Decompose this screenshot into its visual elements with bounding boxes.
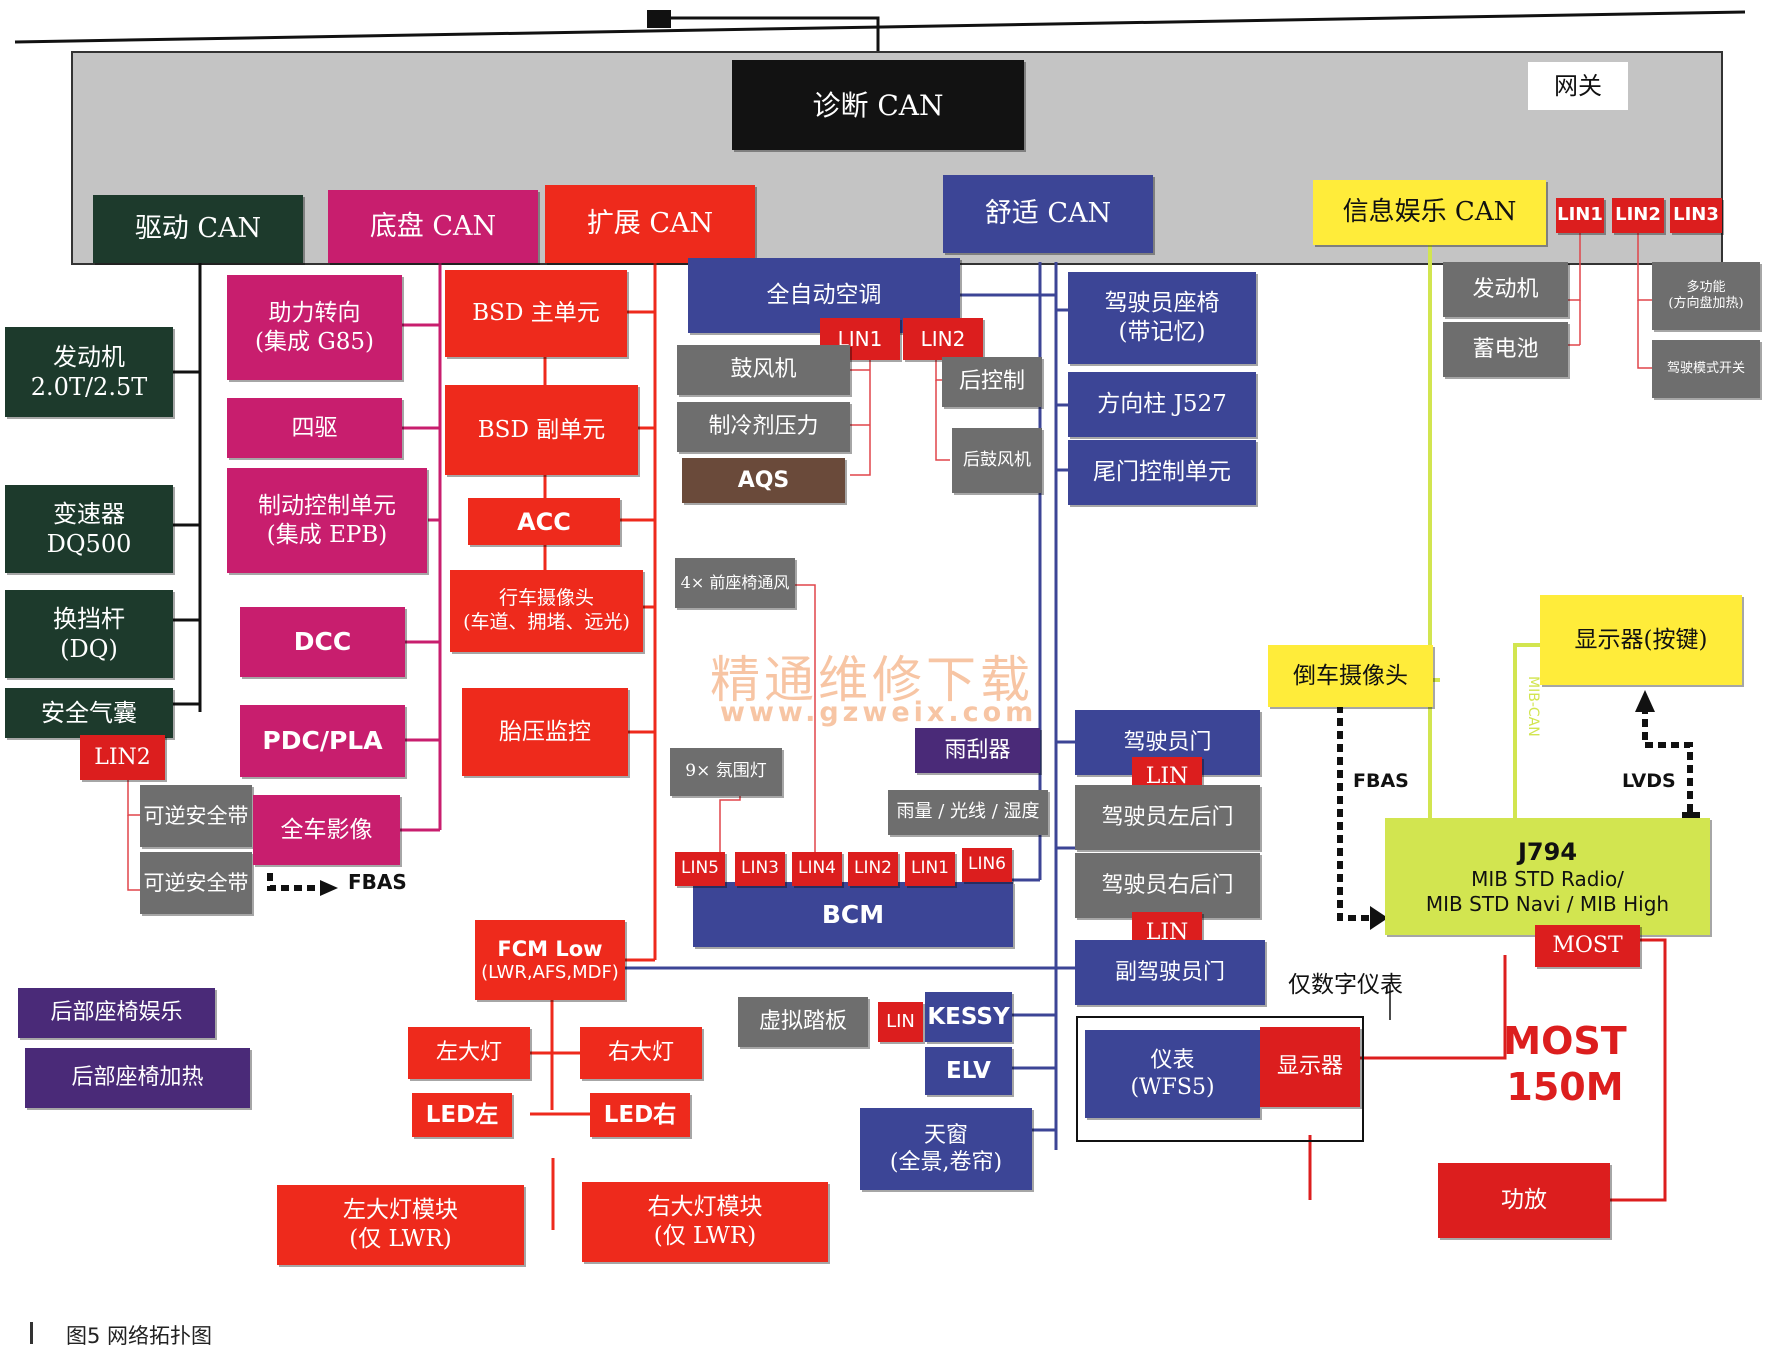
info-lin3-badge: LIN3 [1670,198,1722,233]
info-node-drive-mode: 驾驶模式开关 [1652,340,1760,398]
ambient-light-node: 9× 氛围灯 [670,748,782,796]
chassis-node-pdc: PDC/PLA [240,705,405,777]
kessy-lin-badge: LIN [878,1002,923,1042]
right-light-module: 右大灯模块(仅 LWR) [582,1182,828,1262]
cluster-node: 仪表(WFS5) [1085,1030,1260,1118]
ext-node-bsd-sub: BSD 副单元 [445,385,638,475]
gateway-label: 网关 [1528,62,1628,110]
door-driver-rear-right: 驾驶员右后门 [1075,853,1260,918]
left-light-module: 左大灯模块(仅 LWR) [277,1185,524,1265]
chassis-can-header: 底盘 CAN [328,190,538,263]
fbas-label-left: FBAS [348,870,407,894]
bcm-lin5-badge: LIN5 [675,852,725,886]
ext-node-front-camera: 行车摄像头(车道、拥堵、远光) [450,570,643,652]
cluster-display-node: 显示器 [1260,1027,1360,1107]
info-node-multifunction: 多功能(方向盘加热) [1652,262,1760,330]
ext-node-tpms: 胎压监控 [462,688,628,776]
mib-can-label: MIB-CAN [1525,676,1541,737]
blower-node: 鼓风机 [677,345,850,395]
belt-node-1: 可逆安全带 [140,785,252,847]
lvds-label: LVDS [1622,770,1676,792]
drive-node-airbag: 安全气囊 [5,688,173,738]
rear-blower-node: 后鼓风机 [952,428,1042,493]
bcm-lin6-badge: LIN6 [962,848,1012,882]
bcm-lin4-badge: LIN4 [792,852,842,886]
rear-seat-entertainment: 后部座椅娱乐 [18,988,215,1038]
chassis-node-camera: 全车影像 [253,795,400,865]
backbone-line [14,10,1746,44]
comfort-can-header: 舒适 CAN [943,175,1153,253]
climate-lin2-badge: LIN2 [903,318,983,360]
refrigerant-node: 制冷剂压力 [677,402,850,452]
rear-control-node: 后控制 [942,357,1042,407]
comfort-node-steering-column: 方向柱 J527 [1068,372,1256,437]
ext-node-acc: ACC [468,498,620,545]
wiper-node: 雨刮器 [915,728,1040,773]
cluster-frame [1076,1016,1364,1142]
door-driver-rear-left: 驾驶员左后门 [1075,785,1260,850]
ext-can-header: 扩展 CAN [545,185,755,263]
bcm-node: BCM [693,882,1013,947]
comfort-node-tailgate: 尾门控制单元 [1068,440,1256,505]
amplifier-node: 功放 [1438,1163,1610,1238]
info-node-engine: 发动机 [1443,262,1568,317]
rear-seat-heating: 后部座椅加热 [25,1048,250,1108]
bcm-lin2-badge: LIN2 [848,852,898,886]
info-lin2-badge: LIN2 [1612,198,1664,233]
door-passenger: 副驾驶员门 [1075,940,1265,1005]
figure-caption: 图5 网络拓扑图 [66,1324,213,1348]
drive-node-shifter: 换挡杆(DQ) [5,590,173,678]
diag-drop-line [656,16,880,60]
caption-bar [30,1322,33,1344]
fbas-label-right: FBAS [1353,770,1409,792]
cluster-note: 仅数字仪表 [1288,972,1403,998]
chassis-node-dcc: DCC [240,607,405,677]
light-left: 左大灯 [408,1027,530,1079]
kessy-node: KESSY [925,992,1012,1042]
bcm-lin3-badge: LIN3 [735,852,785,886]
sunroof-node: 天窗(全景,卷帘) [860,1108,1032,1190]
ext-node-bsd-main: BSD 主单元 [445,270,627,357]
most-badge: MOST [1535,925,1640,967]
drive-lin2-badge: LIN2 [80,735,165,780]
info-lin1-badge: LIN1 [1556,198,1604,233]
bcm-lin1-badge: LIN1 [905,852,955,886]
watermark-text: 精通维修下载 [710,651,1034,709]
reverse-camera-node: 倒车摄像头 [1268,645,1433,707]
chassis-node-steering: 助力转向(集成 G85) [227,275,402,380]
light-right: 右大灯 [580,1027,702,1079]
diag-can-node: 诊断 CAN [732,60,1024,150]
led-right: LED右 [590,1093,690,1137]
rain-sensor-node: 雨量 / 光线 / 湿度 [888,790,1048,835]
display-keys-node: 显示器(按键) [1540,595,1742,685]
info-can-header: 信息娱乐 CAN [1313,180,1546,245]
drive-can-header: 驱动 CAN [93,195,303,263]
climate-lin1-badge: LIN1 [820,318,900,360]
door-driver: 驾驶员门 [1075,710,1260,775]
info-node-battery: 蓄电池 [1443,322,1568,377]
chassis-node-4wd: 四驱 [227,398,402,458]
aqs-node: AQS [682,458,845,503]
seat-vent-node: 4× 前座椅通风 [675,558,795,608]
virtual-pedal-node: 虚拟踏板 [738,997,868,1047]
led-left: LED左 [412,1093,512,1137]
elv-node: ELV [925,1047,1012,1095]
fcm-node: FCM Low(LWR,AFS,MDF) [475,920,625,1000]
chassis-node-brake: 制动控制单元(集成 EPB) [227,468,427,573]
belt-node-2: 可逆安全带 [140,852,252,914]
comfort-node-driver-seat: 驾驶员座椅(带记忆) [1068,272,1256,364]
watermark-url: www.gzweix.com [720,697,1038,728]
